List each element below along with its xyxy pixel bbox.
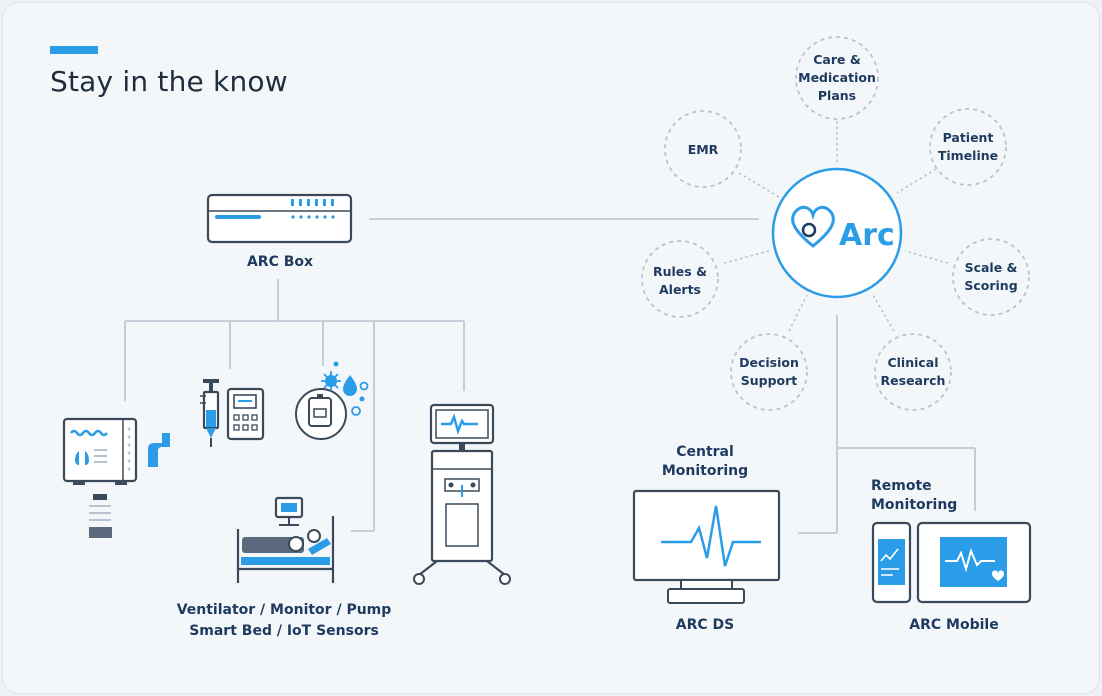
central-monitor-screen-icon[interactable] [632,489,781,604]
arc-box-label: ARC Box [247,254,313,270]
svg-text:Decision: Decision [739,355,799,370]
hub-label: Arc [839,218,895,253]
ventilator-icon [62,417,170,538]
svg-text:Medication: Medication [798,70,876,85]
remote-monitoring-title-1: Remote [871,478,932,494]
phone-device-icon[interactable] [871,521,912,604]
node-clinical-research[interactable]: Clinical Research [874,333,952,411]
arc-heart-logo-icon [791,205,835,248]
central-monitoring-title-2: Monitoring [662,463,748,479]
node-emr[interactable]: EMR [664,110,742,188]
node-rules-alerts[interactable]: Rules & Alerts [641,240,719,318]
svg-text:Care &: Care & [813,52,861,67]
node-patient-timeline[interactable]: Patient Timeline [929,108,1007,186]
svg-text:Rules &: Rules & [653,264,707,279]
svg-text:EMR: EMR [688,142,719,157]
svg-text:Timeline: Timeline [938,148,998,163]
iot-sensor-icon [295,361,369,440]
connector-lines [124,218,976,534]
tablet-device-icon[interactable] [916,521,1032,604]
svg-text:Scoring: Scoring [964,278,1017,293]
node-care-medication-plans[interactable]: Care & Medication Plans [795,36,879,120]
accent-bar [50,46,98,54]
central-monitoring-label: ARC DS [676,617,734,633]
arc-box-device-icon[interactable] [206,193,353,244]
svg-text:Research: Research [881,373,946,388]
page-title: Stay in the know [50,65,288,98]
node-scale-scoring[interactable]: Scale & Scoring [952,238,1030,316]
svg-text:Support: Support [741,373,798,388]
node-decision-support[interactable]: Decision Support [730,333,808,411]
svg-text:Alerts: Alerts [659,282,701,297]
svg-text:Scale &: Scale & [965,260,1018,275]
arc-hub[interactable]: Arc [771,167,903,299]
smart-bed-icon [236,496,335,583]
remote-monitoring-title-2: Monitoring [871,497,957,513]
svg-text:Clinical: Clinical [887,355,938,370]
svg-text:Plans: Plans [818,88,856,103]
syringe-pump-icon [200,379,265,447]
devices-label-line2: Smart Bed / IoT Sensors [189,623,379,639]
remote-monitoring-label: ARC Mobile [909,617,998,633]
hub-spokes [723,121,949,332]
monitor-cart-icon [413,403,511,585]
central-monitoring-title-1: Central [676,444,734,460]
svg-text:Patient: Patient [943,130,994,145]
diagram-canvas: Arc Care & Medication Plans EMR Patient … [62,36,1032,639]
devices-label-line1: Ventilator / Monitor / Pump [177,602,392,618]
